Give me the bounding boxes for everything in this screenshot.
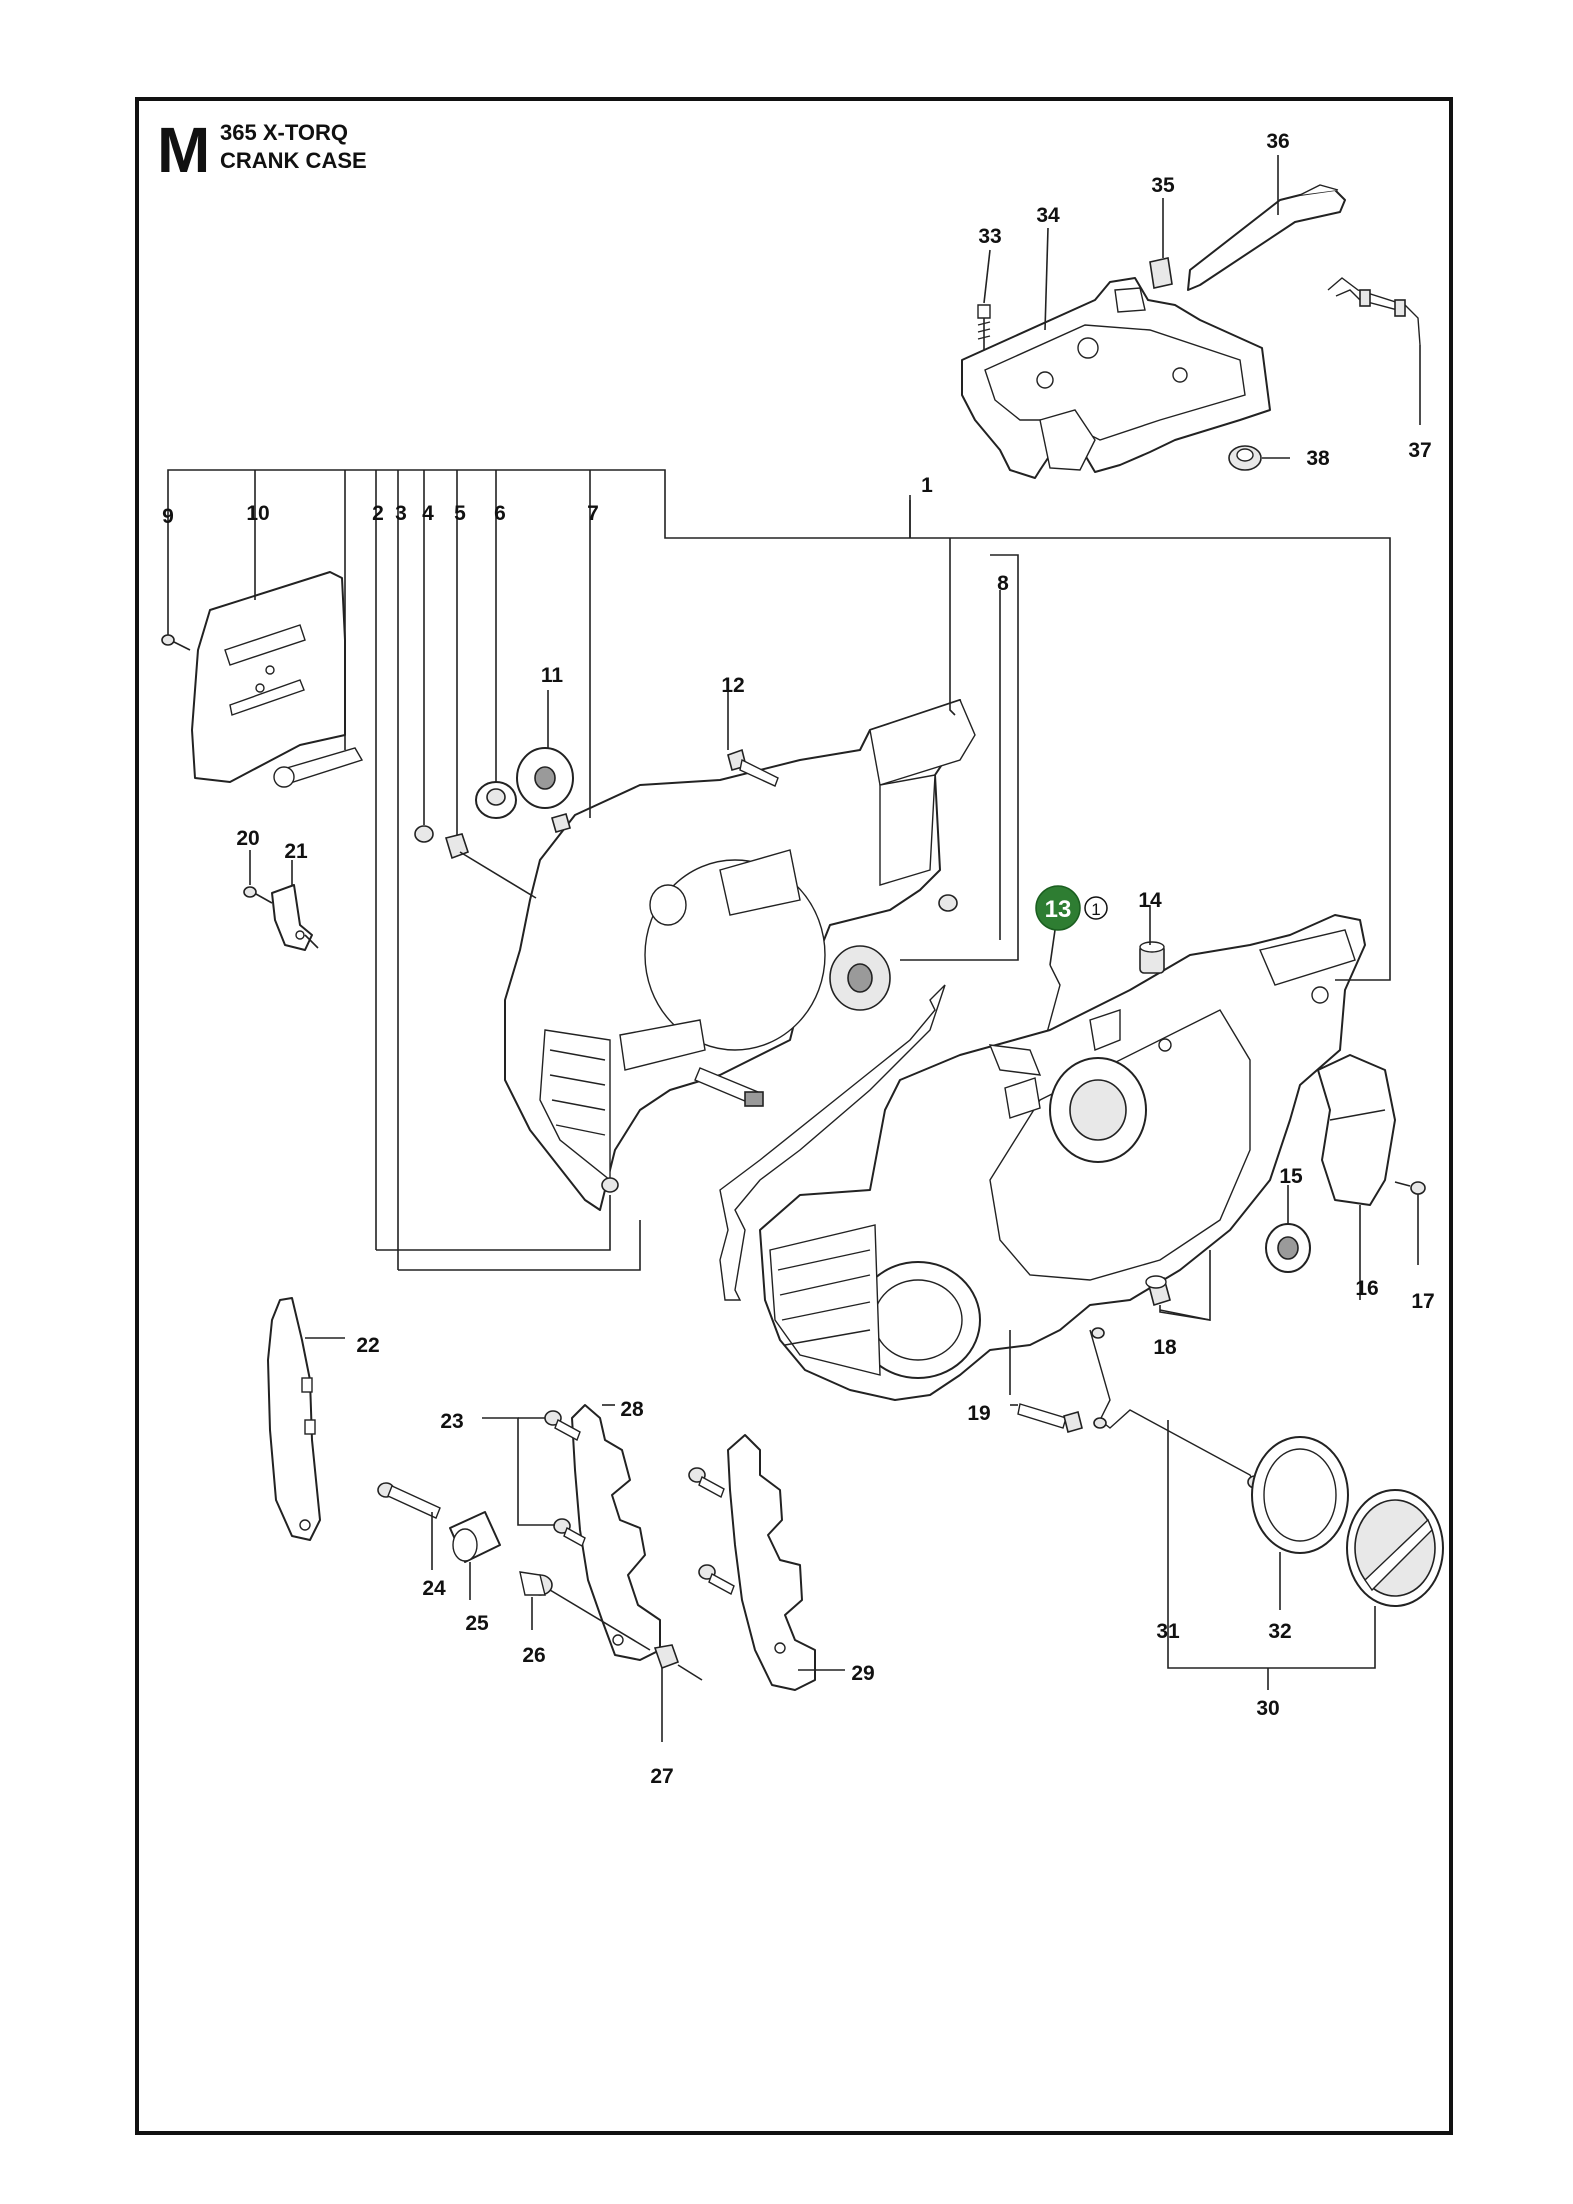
callout-10: 10 bbox=[246, 502, 269, 525]
note-symbol: 1 bbox=[1091, 900, 1100, 919]
part-37-hose bbox=[1327, 277, 1421, 346]
callout-26: 26 bbox=[522, 1644, 545, 1667]
part-30-tank-cap bbox=[1346, 1489, 1444, 1607]
callout-33: 33 bbox=[978, 225, 1001, 248]
callout-25: 25 bbox=[465, 1612, 489, 1635]
callout-34: 34 bbox=[1036, 204, 1060, 227]
callout-16: 16 bbox=[1355, 1277, 1378, 1300]
callout-18: 18 bbox=[1153, 1336, 1177, 1359]
part-16-cover bbox=[1317, 1054, 1396, 1206]
part-17-screw bbox=[1394, 1181, 1426, 1195]
part-22-plate bbox=[267, 1297, 321, 1541]
part-36-lever bbox=[1187, 184, 1346, 291]
callout-29: 29 bbox=[851, 1662, 874, 1685]
callout-4: 4 bbox=[422, 502, 434, 525]
part-38-grommet bbox=[1228, 445, 1262, 471]
callout-17: 17 bbox=[1411, 1290, 1434, 1313]
part-5-screw bbox=[444, 833, 537, 899]
callout-2: 2 bbox=[372, 502, 384, 525]
callout-1: 1 bbox=[921, 474, 933, 497]
part-24-bolt bbox=[377, 1482, 441, 1519]
callout-7: 7 bbox=[587, 502, 599, 525]
part-33-bolt bbox=[977, 304, 991, 350]
callout-15: 15 bbox=[1279, 1165, 1303, 1188]
callout-labels: 1 2 3 4 5 6 7 8 9 10 11 12 14 15 16 17 1… bbox=[162, 130, 1435, 1788]
callout-30: 30 bbox=[1256, 1697, 1279, 1720]
callout-19: 19 bbox=[967, 1402, 990, 1425]
part-35-clip bbox=[1149, 257, 1173, 289]
callout-38: 38 bbox=[1306, 447, 1330, 470]
callout-27: 27 bbox=[650, 1765, 673, 1788]
part-7-pin bbox=[551, 813, 571, 833]
section-letter: M bbox=[157, 114, 211, 186]
callout-14: 14 bbox=[1138, 889, 1162, 912]
part-6-bushing bbox=[475, 781, 517, 819]
part-12-screw bbox=[727, 748, 779, 787]
part-4-plug bbox=[414, 825, 434, 843]
assembly-name: CRANK CASE bbox=[220, 148, 367, 173]
callout-20: 20 bbox=[236, 827, 259, 850]
part-15-seal bbox=[1265, 1223, 1311, 1273]
part-29-bumper-spike bbox=[727, 1434, 816, 1691]
part-pin-right bbox=[938, 894, 958, 912]
callout-31: 31 bbox=[1156, 1620, 1180, 1643]
part-25-spacer bbox=[449, 1511, 501, 1563]
part-26-bushing bbox=[519, 1571, 651, 1651]
part-21-bracket bbox=[271, 884, 319, 951]
model-name: 365 X-TORQ bbox=[220, 120, 348, 145]
callout-12: 12 bbox=[721, 674, 744, 697]
part-20-screw bbox=[243, 886, 273, 904]
callout-6: 6 bbox=[494, 502, 506, 525]
part-19-screw bbox=[1017, 1403, 1083, 1433]
part-11-bearing bbox=[516, 747, 574, 809]
part-34-plate bbox=[961, 277, 1271, 479]
part-31-vent-rod bbox=[1089, 1327, 1263, 1489]
part-32-gasket-ring bbox=[1251, 1436, 1349, 1554]
part-28-bumper-spike bbox=[571, 1404, 661, 1661]
callout-37: 37 bbox=[1408, 439, 1431, 462]
part-10-cover bbox=[191, 571, 346, 783]
part-pin bbox=[273, 747, 364, 788]
part-23-screws bbox=[544, 1410, 735, 1596]
callout-23: 23 bbox=[440, 1410, 463, 1433]
part-9-screw bbox=[161, 634, 191, 651]
callout-9: 9 bbox=[162, 505, 174, 528]
part-1-right-crank-case bbox=[759, 914, 1366, 1401]
callout-3: 3 bbox=[395, 502, 407, 525]
callout-35: 35 bbox=[1151, 174, 1175, 197]
callout-22: 22 bbox=[356, 1334, 379, 1357]
part-14-bushing bbox=[1139, 941, 1165, 974]
callout-28: 28 bbox=[620, 1398, 644, 1421]
callout-8: 8 bbox=[997, 572, 1009, 595]
drawing-frame bbox=[135, 97, 1453, 2135]
part-18-stud bbox=[1145, 1275, 1171, 1307]
callout-13: 13 bbox=[1045, 896, 1072, 923]
callout-5: 5 bbox=[454, 502, 466, 525]
part-27-nut bbox=[653, 1644, 703, 1681]
highlight-part-13: 13 1 bbox=[1035, 885, 1108, 931]
part-stud bbox=[694, 1067, 764, 1107]
callout-21: 21 bbox=[284, 840, 308, 863]
callout-36: 36 bbox=[1266, 130, 1289, 153]
callout-24: 24 bbox=[422, 1577, 446, 1600]
part-1-left-crank-case bbox=[504, 699, 976, 1211]
callout-32: 32 bbox=[1268, 1620, 1291, 1643]
part-stud-2 bbox=[601, 1177, 619, 1193]
leader-lines bbox=[167, 155, 1421, 1742]
callout-11: 11 bbox=[541, 664, 564, 687]
